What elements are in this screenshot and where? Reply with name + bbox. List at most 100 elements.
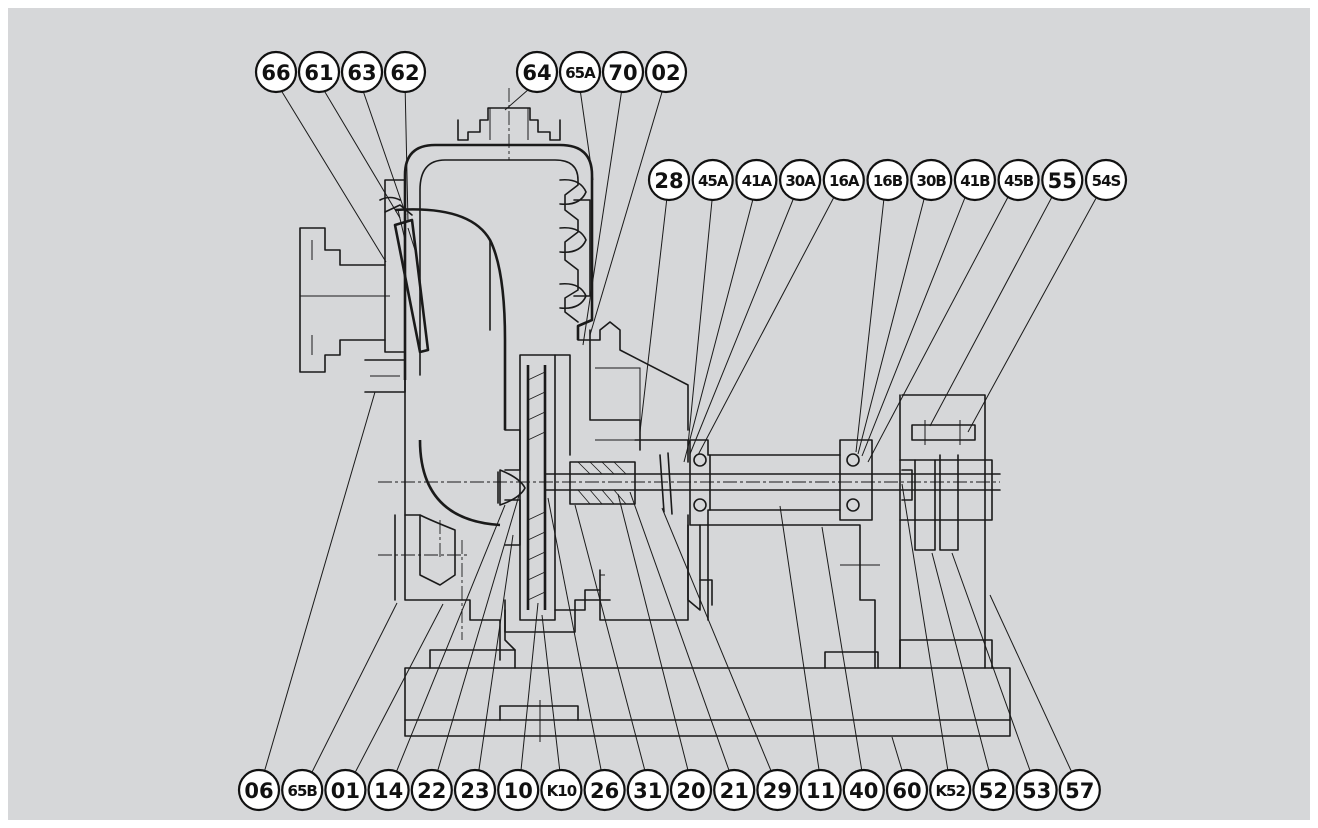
callout-label: K10 [547, 782, 577, 800]
callout-label: 54S [1092, 172, 1121, 190]
callout-circle [515, 50, 559, 94]
callout-21: 21 [713, 768, 756, 812]
callout-65b: 65B [281, 768, 324, 812]
callout-circle [281, 768, 324, 812]
callout-30a: 30A [778, 158, 822, 202]
suction-flange [299, 179, 406, 393]
callout-label: 22 [417, 779, 446, 803]
callout-label: 65B [288, 782, 318, 800]
callout-30b: 30B [910, 158, 953, 202]
pump-casing [378, 88, 689, 661]
callout-circle [669, 768, 713, 812]
callout-28: 28 [647, 158, 691, 202]
callout-54s: 54S [1084, 158, 1128, 202]
callout-label: 61 [304, 61, 333, 85]
callout-circle [842, 768, 885, 812]
leader-lines [258, 81, 1107, 791]
callout-circle [713, 768, 756, 812]
callout-circle [929, 768, 972, 812]
callout-label: 70 [608, 61, 637, 85]
callout-label: 10 [504, 779, 533, 803]
callout-label: 01 [331, 779, 360, 803]
callout-label: 30B [917, 172, 947, 190]
callout-label: 30A [785, 172, 816, 190]
callout-circle [237, 768, 281, 812]
callout-circle [647, 158, 691, 202]
callout-label: 64 [522, 61, 551, 85]
impeller-assembly [497, 354, 689, 633]
callout-53: 53 [1015, 768, 1058, 812]
callout-label: 16A [829, 172, 860, 190]
callout-label: 29 [763, 779, 792, 803]
callout-label: 65A [565, 64, 596, 82]
callout-64: 64 [515, 50, 559, 94]
callout-label: 31 [633, 779, 662, 803]
callout-label: 20 [676, 779, 705, 803]
callout-circle [410, 768, 453, 812]
callout-55: 55 [1041, 158, 1084, 202]
callout-circle [910, 158, 953, 202]
callout-circle [626, 768, 669, 812]
callout-label: 62 [390, 61, 419, 85]
callout-circle [644, 50, 688, 94]
base-frame [404, 639, 1011, 742]
callout-circle [601, 50, 645, 94]
callout-22: 22 [410, 768, 453, 812]
shaft-assembly [378, 394, 1001, 669]
callout-06: 06 [237, 768, 281, 812]
callout-circle [822, 158, 865, 202]
callout-29: 29 [756, 768, 799, 812]
callout-02: 02 [644, 50, 688, 94]
callout-label: 60 [892, 779, 921, 803]
callout-52: 52 [972, 768, 1015, 812]
callout-61: 61 [297, 50, 341, 94]
callout-label: 40 [849, 779, 878, 803]
callout-circle [735, 158, 778, 202]
callout-label: 53 [1022, 779, 1051, 803]
callout-circle [885, 768, 929, 812]
callout-40: 40 [842, 768, 885, 812]
callout-circle [1058, 768, 1101, 812]
callout-label: 52 [979, 779, 1008, 803]
callout-65a: 65A [558, 50, 602, 94]
callout-70: 70 [601, 50, 645, 94]
callout-label: 23 [460, 779, 489, 803]
callout-label: 16B [873, 172, 903, 190]
callout-label: 02 [651, 61, 680, 85]
callout-16a: 16A [822, 158, 865, 202]
callout-circle [799, 768, 842, 812]
callout-circle [583, 768, 626, 812]
callout-circle [324, 768, 367, 812]
callout-circle [1015, 768, 1058, 812]
callout-41b: 41B [953, 158, 997, 202]
callout-bubbles: 66 61 63 62 64 65A 70 02 28 45A 41A 30A 16A 16B 30B 41B… [237, 50, 1128, 812]
callout-circle [497, 768, 540, 812]
callout-circle [367, 768, 410, 812]
callout-45a: 45A [691, 158, 734, 202]
callout-63: 63 [340, 50, 384, 94]
callout-k52: K52 [929, 768, 972, 812]
callout-label: 45B [1004, 172, 1034, 190]
callout-label: 55 [1048, 169, 1077, 193]
callout-label: K52 [935, 782, 965, 800]
callout-23: 23 [453, 768, 497, 812]
callout-circle [383, 50, 427, 94]
callout-01: 01 [324, 768, 367, 812]
callout-circle [756, 768, 799, 812]
callout-41a: 41A [735, 158, 778, 202]
callout-circle [297, 50, 341, 94]
callout-60: 60 [885, 768, 929, 812]
callout-45b: 45B [997, 158, 1040, 202]
callout-label: 66 [261, 61, 290, 85]
callout-label: 41B [960, 172, 990, 190]
callout-26: 26 [583, 768, 626, 812]
callout-label: 63 [347, 61, 376, 85]
callout-10: 10 [497, 768, 540, 812]
callout-31: 31 [626, 768, 669, 812]
callout-circle [778, 158, 822, 202]
callout-label: 45A [698, 172, 729, 190]
callout-label: 21 [720, 779, 749, 803]
callout-circle [997, 158, 1040, 202]
callout-label: 26 [590, 779, 619, 803]
